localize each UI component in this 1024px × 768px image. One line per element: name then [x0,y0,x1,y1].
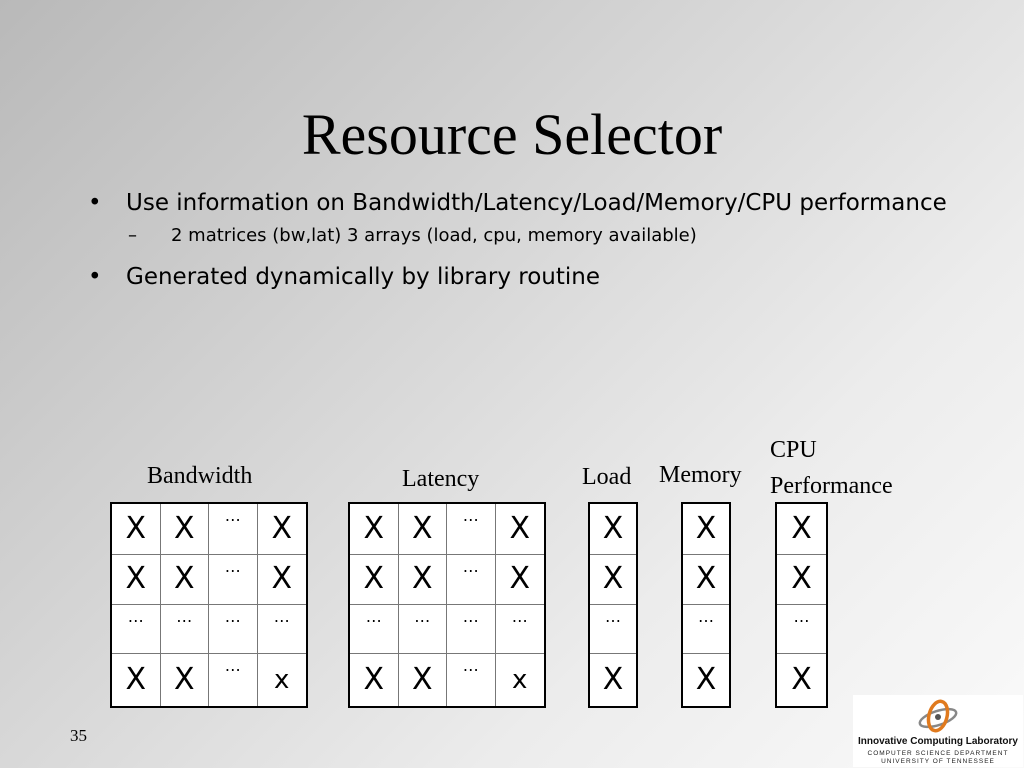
latency-cell: … [350,605,399,655]
bullet-list: • Use information on Bandwidth/Latency/L… [88,186,948,296]
bandwidth-cell: X [160,554,209,605]
latency-cell: X [399,654,447,706]
latency-cell: … [495,605,544,655]
bandwidth-cell: X [257,555,306,605]
latency-cell: … [447,605,496,655]
cpu-cell: … [777,605,826,655]
bandwidth-cell: X [161,654,209,706]
icl-logo-icon [918,699,958,733]
latency-cell: … [447,554,496,605]
bandwidth-cell: X [160,504,209,555]
latency-cell: X [350,654,399,706]
bandwidth-cell: … [257,605,306,655]
cpu-label-line1: CPU [770,437,817,463]
bandwidth-cell: … [209,554,258,605]
slide-number: 35 [70,726,87,745]
bullet-text: Use information on Bandwidth/Latency/Loa… [126,190,947,216]
sub-bullet-text: 2 matrices (bw,lat) 3 arrays (load, cpu,… [171,225,697,246]
sub-bullet-marker: – [128,225,137,246]
latency-cell: … [447,504,496,555]
memory-label: Memory [659,462,742,488]
load-cell: X [602,662,624,698]
bullet-item: • Generated dynamically by library routi… [88,260,948,294]
bandwidth-cell: … [160,605,209,655]
latency-cell: … [398,605,447,655]
bullet-marker: • [88,264,102,290]
latency-cell: X [495,555,544,605]
load-cell: X [590,504,636,555]
memory-cell: X [683,555,729,605]
latency-label: Latency [402,466,480,492]
bandwidth-cell: x [274,665,290,696]
bullet-marker: • [88,190,102,216]
memory-cell: X [683,504,729,555]
cpu-cell: X [777,555,826,605]
bandwidth-label: Bandwidth [147,463,253,489]
bullet-item: • Use information on Bandwidth/Latency/L… [88,186,948,220]
latency-cell: X [350,554,399,605]
logo-department: COMPUTER SCIENCE DEPARTMENT [867,750,1009,757]
bullet-text: Generated dynamically by library routine [126,264,601,290]
latency-cell: x [512,665,528,696]
cpu-cell: X [777,504,826,555]
load-cell: … [590,605,636,655]
bandwidth-cell: X [112,654,161,706]
bandwidth-cell: X [112,504,161,555]
icl-logo: Innovative Computing Laboratory COMPUTER… [853,695,1023,767]
latency-cell: … [447,654,496,706]
logo-title: Innovative Computing Laboratory [857,736,1018,747]
slide-title: Resource Selector [301,102,723,167]
latency-cell: X [350,504,399,555]
cpu-label-line2: Performance [770,473,893,499]
load-label: Load [582,464,632,490]
load-cell: X [590,555,636,605]
latency-cell: X [495,504,544,555]
sub-bullet-item: – 2 matrices (bw,lat) 3 arrays (load, cp… [88,222,948,250]
bandwidth-cell: X [112,554,161,605]
bandwidth-cell: … [209,605,258,655]
logo-university: UNIVERSITY OF TENNESSEE [881,758,995,765]
memory-cell: X [695,662,717,698]
bandwidth-cell: … [112,605,161,655]
latency-cell: X [398,554,447,605]
bandwidth-cell: … [209,654,258,706]
bandwidth-cell: X [257,504,306,555]
memory-cell: … [683,605,729,655]
cpu-cell: X [791,662,812,698]
latency-cell: X [398,504,447,555]
bandwidth-cell: … [209,504,258,555]
